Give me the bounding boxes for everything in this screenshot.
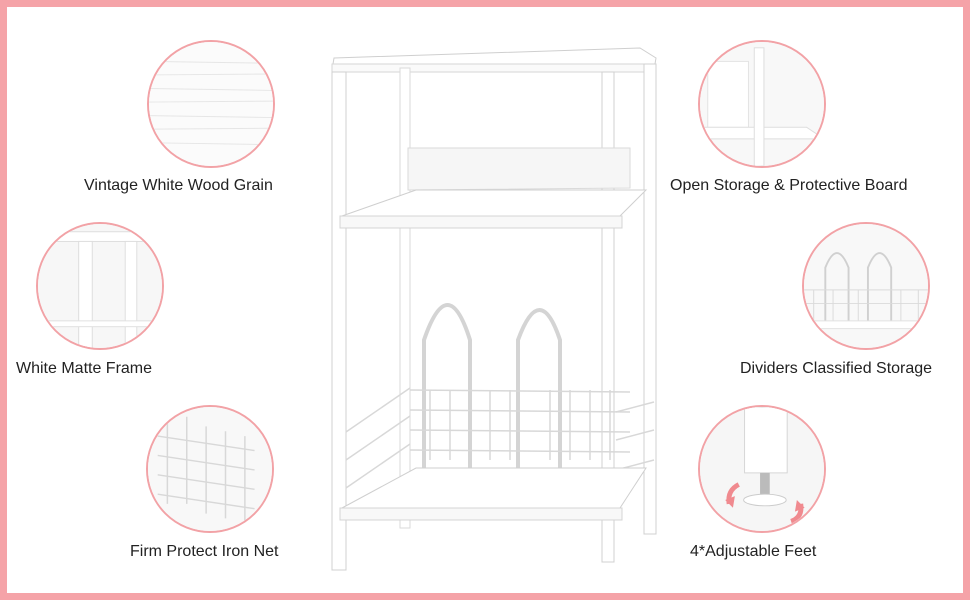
frame-label: White Matte Frame: [16, 360, 153, 377]
frame-detail-circle: [36, 222, 164, 350]
wood-grain-detail-circle: [147, 40, 275, 168]
dividers-label: Dividers Classified Storage: [740, 360, 933, 377]
open-storage-detail-circle: [698, 40, 826, 168]
iron-net-detail-circle: [146, 405, 274, 533]
dividers-detail-circle: [802, 222, 930, 350]
iron-net-label: Firm Protect Iron Net: [130, 543, 279, 560]
feet-detail-circle: [698, 405, 826, 533]
feet-label: 4*Adjustable Feet: [690, 543, 817, 560]
shelf-product-image: [320, 40, 670, 580]
open-storage-label: Open Storage & Protective Board: [670, 177, 908, 194]
wood-grain-label: Vintage White Wood Grain: [84, 177, 273, 194]
